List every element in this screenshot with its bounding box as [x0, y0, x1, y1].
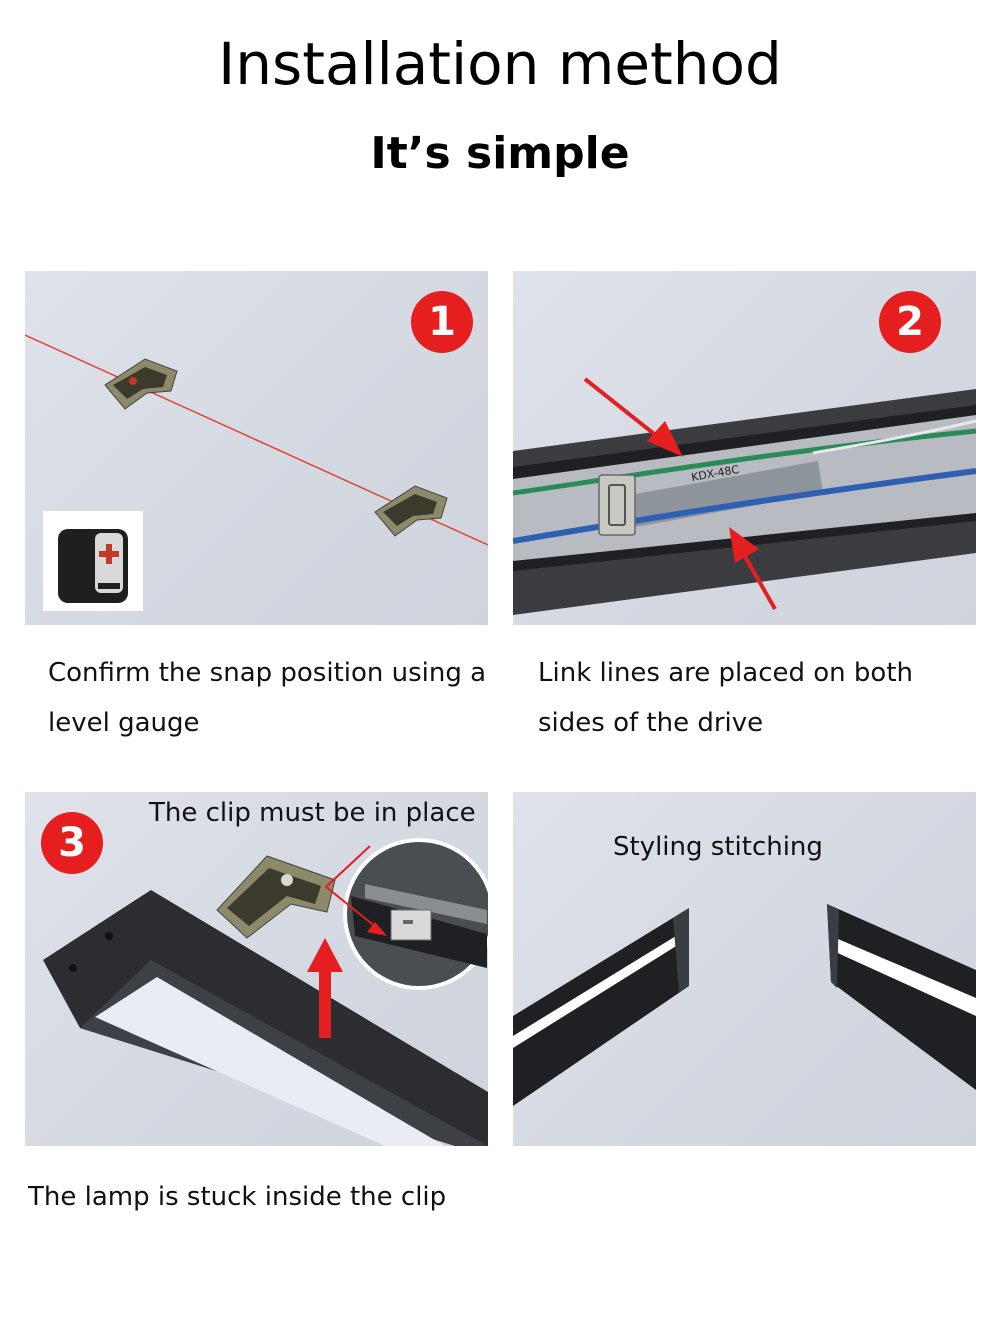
step-3-caption: The lamp is stuck inside the clip	[28, 1182, 447, 1212]
arrow-icon	[324, 885, 387, 936]
lamp-profile	[43, 890, 488, 1146]
page-subtitle: It’s simple	[370, 128, 630, 179]
step-4-image: Styling stitching	[513, 792, 976, 1146]
step-3-illustration	[43, 838, 488, 1146]
clip-icon	[104, 358, 178, 410]
arrow-icon	[307, 938, 343, 1038]
blue-wire	[513, 468, 976, 544]
step-1-caption: Confirm the snap position using a level …	[48, 658, 487, 738]
step-badge: 1	[411, 291, 473, 353]
step-2-caption: Link lines are placed on both sides of t…	[538, 658, 914, 738]
step-4-illustration	[513, 904, 976, 1106]
led-driver	[608, 461, 823, 531]
lamp-diffuser	[95, 977, 445, 1146]
green-wire	[513, 428, 976, 496]
arrow-icon	[729, 527, 777, 610]
step-badge: 3	[41, 812, 103, 874]
step-2-illustration	[513, 377, 976, 615]
arrow-icon	[583, 377, 683, 457]
step-1-image: 1	[25, 271, 488, 625]
styling-stitching-label: Styling stitching	[613, 832, 823, 862]
lamp-profile-right	[827, 904, 976, 1090]
step-2-image: KDX-48C 2	[513, 271, 976, 625]
zoom-detail-icon	[343, 838, 488, 990]
page-title: Installation method	[218, 30, 782, 98]
step-badge: 2	[879, 291, 941, 353]
clip-icon	[374, 485, 448, 537]
clip-icon	[216, 855, 336, 939]
lamp-profile-left	[513, 908, 689, 1106]
step-3-image: 3 The clip must be in place	[25, 792, 488, 1146]
laser-level-icon	[43, 511, 143, 611]
clip-in-place-label: The clip must be in place	[149, 798, 476, 828]
step-1-illustration	[25, 334, 488, 611]
pointer-line	[326, 845, 371, 887]
